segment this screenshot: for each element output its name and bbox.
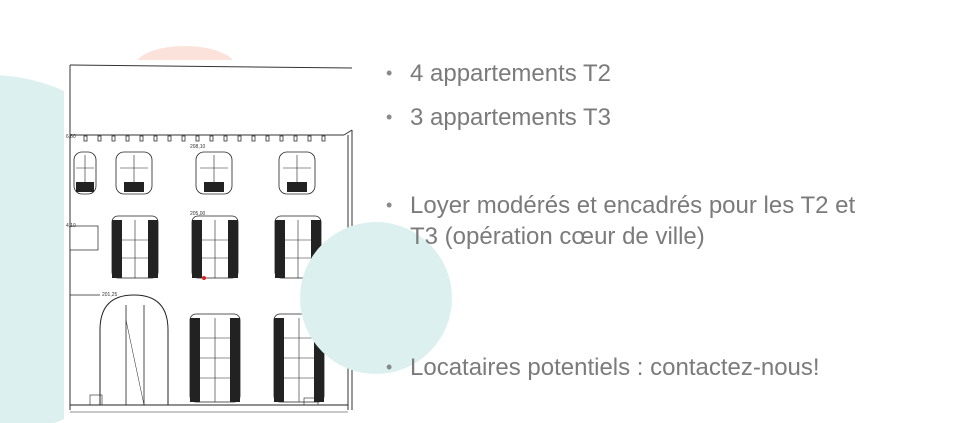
bullet-text: 4 appartements T2 [410, 60, 612, 87]
bullet-dot: • [386, 357, 393, 377]
drawing-label-top-left: 6,60 [66, 134, 76, 140]
bullet-dot: • [386, 107, 393, 127]
bullet-item: • Locataires potentiels : contactez-nous… [386, 352, 886, 383]
drawing-label-arch: 201,25 [102, 292, 118, 298]
bullet-dot: • [386, 195, 393, 215]
bullet-text: Locataires potentiels : contactez-nous! [410, 354, 820, 381]
background-circle-small [300, 222, 452, 374]
drawing-label-upper-center: 208,10 [190, 144, 206, 150]
bullet-item: • 3 appartements T3 [386, 102, 886, 133]
drawing-label-mid-center: 205,00 [190, 211, 206, 217]
bullet-text: Loyer modérés et encadrés pour les T2 et… [410, 192, 856, 250]
facade-drawing: 6,60 4,10 208,10 205,00 201,25 [64, 60, 354, 420]
bullet-dot: • [386, 63, 393, 83]
drawing-label-mid-left: 4,10 [66, 223, 76, 229]
bullet-item: • Loyer modérés et encadrés pour les T2 … [386, 190, 886, 252]
bullet-text: 3 appartements T3 [410, 104, 612, 131]
bullet-item: • 4 appartements T2 [386, 58, 886, 89]
